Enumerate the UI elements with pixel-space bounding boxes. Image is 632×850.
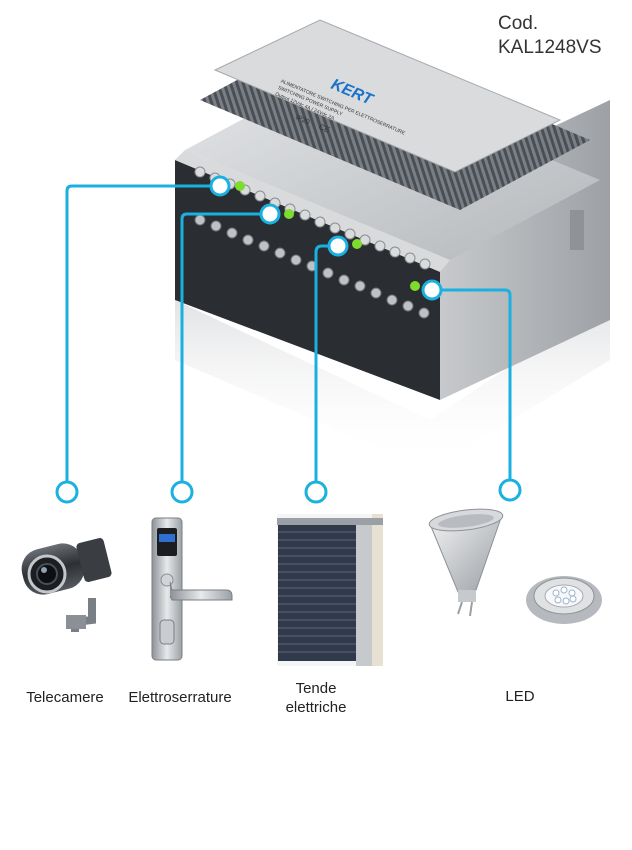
caption-led: LED bbox=[505, 688, 535, 705]
connector-node-lock-source bbox=[259, 203, 281, 225]
caption-blinds-line2: elettriche bbox=[285, 699, 347, 716]
connector-line-led bbox=[432, 288, 512, 480]
connector-node-blinds-source bbox=[327, 235, 349, 257]
label-panel bbox=[213, 19, 562, 173]
product-code-value: KAL1248VS bbox=[498, 37, 602, 58]
connector-line-lock bbox=[180, 212, 270, 482]
connector-node-lock bbox=[170, 480, 194, 504]
caption-lock: Elettroserrature bbox=[128, 689, 232, 706]
terminal-face bbox=[175, 160, 440, 400]
caption-camera: Telecamere bbox=[26, 689, 104, 706]
product-code-label: Cod. KAL1248VS bbox=[498, 12, 602, 60]
power-supply-device: KERT ALIMENTATORE SWITCHING PER ELETTROS… bbox=[175, 19, 610, 400]
connector-lines bbox=[65, 184, 512, 482]
ce-mark: CE bbox=[317, 122, 331, 135]
connector-line-blinds bbox=[314, 244, 338, 482]
connector-node-blinds bbox=[304, 480, 328, 504]
din-clip bbox=[570, 210, 584, 250]
device-reflection bbox=[175, 300, 610, 470]
electric-lock-icon bbox=[151, 517, 233, 661]
connector-endpoints bbox=[55, 175, 522, 504]
caption-blinds-line1: Tende bbox=[295, 680, 337, 697]
connector-node-led bbox=[498, 478, 522, 502]
led-lamp-icon bbox=[428, 508, 602, 624]
security-camera-icon bbox=[21, 538, 112, 632]
status-leds bbox=[235, 181, 420, 291]
caption-blinds: Tende elettriche bbox=[262, 679, 370, 717]
product-code-prefix: Cod. bbox=[498, 13, 539, 34]
electric-blinds-icon bbox=[277, 514, 383, 666]
connector-node-led-source bbox=[421, 279, 443, 301]
connector-node-camera-source bbox=[209, 175, 231, 197]
connector-line-camera bbox=[65, 184, 220, 482]
connector-node-camera bbox=[55, 480, 79, 504]
